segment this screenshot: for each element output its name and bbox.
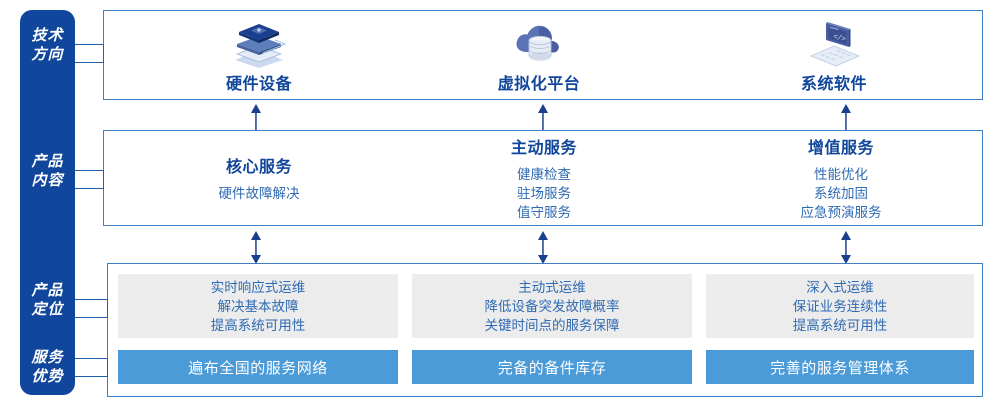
sidebar-label-line2: 方向 — [31, 46, 64, 63]
tech-item-hardware[interactable]: 硬件设备 — [159, 11, 359, 99]
tech-direction-panel: 硬件设备 虚拟化平台 — [103, 10, 983, 100]
position-card-line: 提高系统可用性 — [792, 317, 888, 333]
product-content-panel: 核心服务 硬件故障解决 主动服务 健康检查 驻场服务 值守服务 增值服务 性能优… — [103, 130, 983, 226]
content-column-title: 主动服务 — [510, 140, 577, 157]
advantage-bar-label: 完备的备件库存 — [497, 359, 607, 377]
connector-line — [107, 299, 108, 318]
content-column-item: 系统加固 — [814, 186, 868, 201]
position-card-proactive[interactable]: 主动式运维 降低设备突发故障概率 关键时间点的服务保障 — [412, 274, 692, 338]
cloud-database-icon — [508, 16, 570, 68]
connector-line — [75, 376, 107, 377]
sidebar-item-service-advantage[interactable]: 服务 优势 — [20, 348, 75, 386]
position-card-line: 降低设备突发故障概率 — [484, 298, 620, 314]
arrow-up-icon — [537, 104, 549, 135]
arrow-up-icon — [840, 104, 852, 135]
server-stack-icon — [228, 16, 290, 68]
tech-item-virtualization[interactable]: 虚拟化平台 — [439, 11, 639, 99]
content-column-title: 增值服务 — [807, 140, 874, 157]
connector-line — [75, 358, 107, 359]
position-card-line: 保证业务连续性 — [792, 298, 888, 314]
advantage-bar-spare-parts[interactable]: 完备的备件库存 — [412, 350, 692, 384]
content-column-item: 值守服务 — [517, 205, 571, 220]
position-card-line: 解决基本故障 — [217, 298, 299, 314]
connector-line — [103, 170, 104, 189]
content-column-item: 性能优化 — [814, 167, 868, 182]
content-column-item: 健康检查 — [517, 167, 571, 182]
position-card-line: 主动式运维 — [518, 279, 586, 295]
tech-item-label: 硬件设备 — [225, 76, 292, 93]
content-column-core-service[interactable]: 核心服务 硬件故障解决 — [144, 131, 374, 225]
position-card-realtime[interactable]: 实时响应式运维 解决基本故障 提高系统可用性 — [118, 274, 398, 338]
arrow-up-icon — [250, 104, 262, 135]
sidebar-label-line2: 内容 — [31, 172, 64, 189]
connector-line — [75, 44, 103, 45]
connector-line — [75, 299, 107, 300]
position-card-indepth[interactable]: 深入式运维 保证业务连续性 提高系统可用性 — [706, 274, 974, 338]
content-column-value-added-service[interactable]: 增值服务 性能优化 系统加固 应急预演服务 — [726, 131, 956, 225]
content-column-item: 应急预演服务 — [800, 205, 882, 220]
advantage-bar-management-system[interactable]: 完善的服务管理体系 — [706, 350, 974, 384]
sidebar-item-product-position[interactable]: 产品 定位 — [20, 281, 75, 319]
content-column-item: 硬件故障解决 — [218, 186, 300, 201]
position-card-line: 深入式运维 — [806, 279, 874, 295]
connector-line — [75, 317, 107, 318]
content-column-title: 核心服务 — [225, 159, 292, 176]
connector-line — [75, 62, 103, 63]
tech-item-label: 虚拟化平台 — [497, 76, 581, 93]
sidebar-item-product-content[interactable]: 产品 内容 — [20, 152, 75, 190]
arrow-up-down-icon — [537, 231, 549, 269]
position-advantage-panel: 实时响应式运维 解决基本故障 提高系统可用性 主动式运维 降低设备突发故障概率 … — [107, 263, 983, 397]
sidebar-label-line2: 优势 — [31, 368, 64, 385]
tech-item-system-software[interactable]: </> 系统软件 — [734, 11, 934, 99]
tech-item-label: 系统软件 — [800, 76, 867, 93]
content-column-item: 驻场服务 — [517, 186, 571, 201]
position-card-line: 关键时间点的服务保障 — [484, 317, 620, 333]
connector-line — [103, 44, 104, 63]
position-card-line: 实时响应式运维 — [210, 279, 306, 295]
arrow-up-down-icon — [250, 231, 262, 269]
sidebar-label-line2: 定位 — [31, 301, 64, 318]
content-column-proactive-service[interactable]: 主动服务 健康检查 驻场服务 值守服务 — [429, 131, 659, 225]
sidebar-label-line1: 技术 — [31, 27, 64, 44]
advantage-bar-service-network[interactable]: 遍布全国的服务网络 — [118, 350, 398, 384]
laptop-code-icon: </> — [803, 16, 865, 68]
advantage-bar-label: 遍布全国的服务网络 — [188, 359, 328, 377]
sidebar-label-line1: 产品 — [31, 282, 64, 299]
sidebar-rail — [20, 10, 75, 395]
advantage-bar-label: 完善的服务管理体系 — [770, 359, 910, 377]
connector-line — [75, 188, 103, 189]
connector-line — [75, 170, 103, 171]
connector-line — [107, 358, 108, 377]
sidebar-item-tech-direction[interactable]: 技术 方向 — [20, 26, 75, 64]
sidebar-label-line1: 产品 — [31, 153, 64, 170]
svg-text:</>: </> — [833, 32, 847, 43]
arrow-up-down-icon — [840, 231, 852, 269]
position-card-line: 提高系统可用性 — [210, 317, 306, 333]
sidebar-label-line1: 服务 — [31, 349, 64, 366]
